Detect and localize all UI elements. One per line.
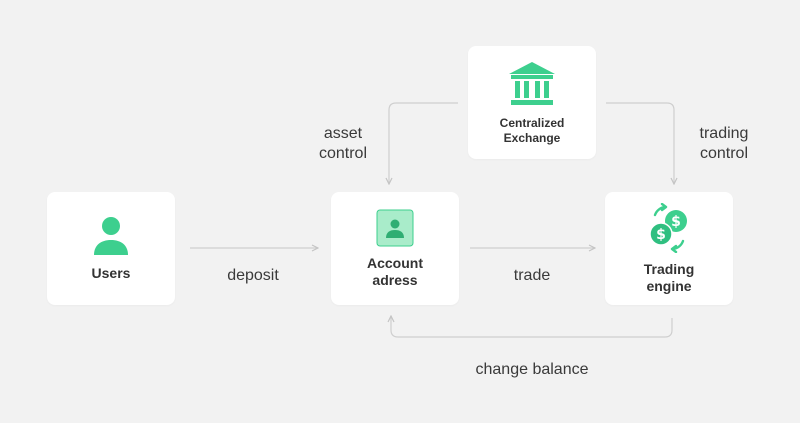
change-balance-arrow — [391, 316, 673, 338]
account-card-icon — [376, 209, 414, 246]
exchange-node: Centralized Exchange — [468, 46, 596, 159]
account-node: Account adress — [331, 192, 459, 305]
change-balance-label: change balance — [475, 361, 589, 378]
exchange-label: Centralized Exchange — [499, 115, 565, 145]
svg-text:$: $ — [671, 214, 681, 230]
dollar-exchange-icon: $ $ — [649, 202, 687, 253]
trading-engine-label: Trading engine — [643, 260, 695, 294]
svg-text:$: $ — [656, 227, 666, 243]
asset-control-label: asset control — [318, 125, 368, 162]
trading-control-arrow — [606, 102, 674, 184]
trading-engine-node: $ $ Trading engine — [605, 192, 733, 305]
trade-label: trade — [513, 267, 551, 284]
deposit-label: deposit — [227, 267, 279, 284]
users-node: Users — [47, 192, 175, 305]
account-label: Account adress — [367, 254, 423, 288]
trading-control-label: trading control — [699, 125, 749, 162]
asset-control-arrow — [389, 102, 458, 184]
users-label: Users — [91, 265, 131, 281]
user-icon — [94, 217, 128, 255]
bank-icon — [509, 61, 555, 105]
